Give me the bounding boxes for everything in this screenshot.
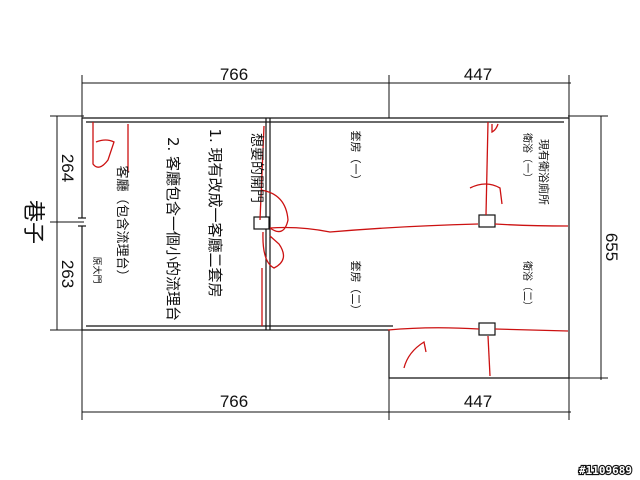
want-door-label: 想要的開門 [248, 133, 264, 203]
note-2: 2. 客廳包含一個小的流理台 [164, 137, 182, 321]
dimension-lines [50, 75, 608, 420]
door-marker-3 [478, 322, 496, 336]
dim-right-height: 655 [602, 233, 621, 261]
dim-left-lower: 263 [58, 260, 77, 288]
dim-top-right: 447 [464, 65, 492, 84]
living-room-label: 客廳（包含流理台） [114, 165, 130, 282]
suite-two-label: 套房（二） [349, 261, 362, 316]
door-markers [253, 214, 496, 336]
bath-one-label: 衛浴（一） [521, 133, 534, 183]
dim-bottom-left: 766 [220, 392, 248, 411]
door-marker-2 [478, 214, 496, 228]
watermark: #1109689 [579, 464, 632, 477]
alley-label: 巷子 [20, 200, 45, 244]
dim-left-upper: 264 [58, 154, 77, 182]
door-marker-1 [253, 216, 270, 230]
bath-two-label: 衛浴（二） [521, 261, 534, 311]
note-1: 1. 現有改成一客廳二套房 [206, 128, 224, 297]
original-gate-label: 原大門 [91, 256, 103, 283]
suite-one-label: 套房（一） [349, 131, 362, 186]
walls [78, 117, 570, 379]
dim-top-left: 766 [220, 65, 248, 84]
dim-bottom-right: 447 [464, 392, 492, 411]
current-bathroom-label: 現有衛浴廁所 [537, 139, 551, 205]
red-sketch [92, 121, 569, 377]
